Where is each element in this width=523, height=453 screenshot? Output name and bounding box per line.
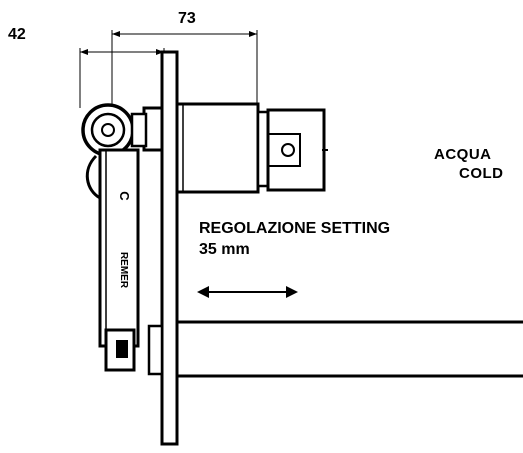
dimension-42-label: 42 [8,26,26,43]
pipe-collar [147,324,164,376]
pipe-body [177,320,523,378]
dimension-73-label: 73 [178,10,196,27]
dim-73-arrow-left [112,31,120,37]
setting-value: 35 mm [199,241,250,258]
dim-42-arrow-right [156,49,164,55]
hub-link [130,112,148,148]
water-label-en: COLD [459,165,504,182]
dim-42-arrow-left [80,49,88,55]
wall-plate [160,50,179,446]
setting-arrow-left [197,286,209,298]
lever-curve [85,154,101,200]
cartridge-cap [266,108,326,192]
water-label-it: ACQUA [434,146,492,163]
cartridge-stem [281,143,295,157]
lever-brand: REMER [118,252,129,289]
lever-tip-inner [116,340,128,358]
lever-letter: C [117,191,132,201]
setting-arrow-right [286,286,298,298]
cartridge-ring [268,133,301,167]
setting-title: REGOLAZIONE SETTING [199,220,391,237]
cartridge-body [175,102,260,194]
hub-inner [101,123,115,137]
dim-73-arrow-right [249,31,257,37]
